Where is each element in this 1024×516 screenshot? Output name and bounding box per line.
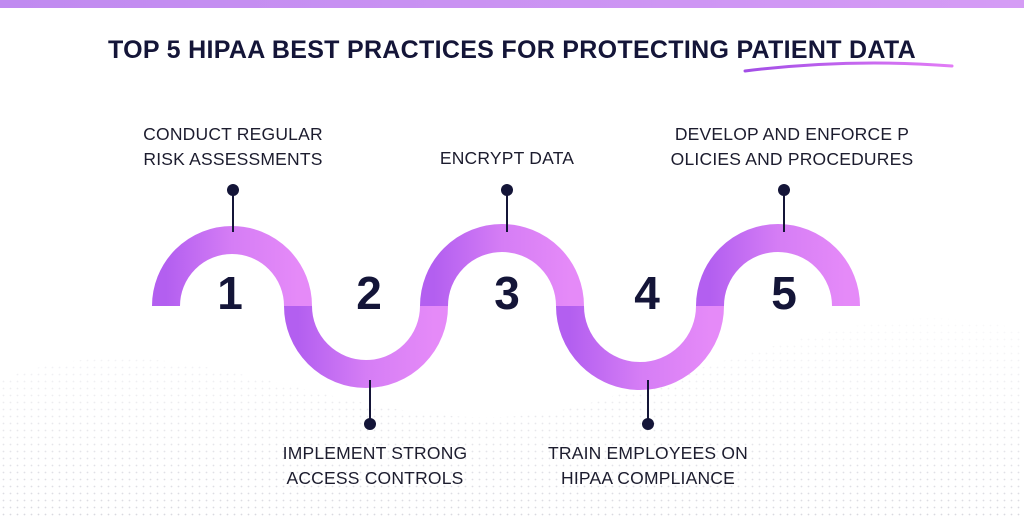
title-underline-swoosh xyxy=(743,61,954,73)
wave-segment-4 xyxy=(556,305,724,390)
wave-segment-2 xyxy=(284,305,448,388)
connector-pin-2 xyxy=(364,380,376,430)
step-number-4: 4 xyxy=(634,267,660,319)
wave-segment-1 xyxy=(152,226,312,307)
step-label-3-line-1: ENCRYPT DATA xyxy=(439,148,575,168)
step-number-3: 3 xyxy=(494,267,520,319)
step-label-4: TRAIN EMPLOYEES ON HIPAA COMPLIANCE xyxy=(526,441,770,491)
step-label-5: DEVELOP AND ENFORCE P OLICIES AND PROCED… xyxy=(650,122,934,172)
page-title: TOP 5 HIPAA BEST PRACTICES FOR PROTECTIN… xyxy=(108,36,916,64)
step-label-5-line-2: OLICIES AND PROCEDURES xyxy=(670,149,914,169)
connector-pin-1 xyxy=(227,184,239,232)
connector-pin-4 xyxy=(642,380,654,430)
wave-segment-3 xyxy=(420,224,584,307)
step-label-3: ENCRYPT DATA xyxy=(400,146,614,171)
step-number-5: 5 xyxy=(771,267,797,319)
step-label-4-line-2: HIPAA COMPLIANCE xyxy=(560,468,736,488)
wave-segment-5 xyxy=(696,224,860,307)
connector-pin-3 xyxy=(501,184,513,232)
step-label-1-line-2: RISK ASSESSMENTS xyxy=(143,149,323,169)
step-label-2-line-1: IMPLEMENT STRONG xyxy=(282,443,468,463)
step-label-2-line-2: ACCESS CONTROLS xyxy=(286,468,464,488)
step-label-1-line-1: CONDUCT REGULAR xyxy=(143,124,323,144)
step-label-5-line-1: DEVELOP AND ENFORCE P xyxy=(674,124,910,144)
top-accent-bar xyxy=(0,0,1024,8)
step-number-2: 2 xyxy=(356,267,382,319)
connector-pin-5 xyxy=(778,184,790,232)
step-label-4-line-1: TRAIN EMPLOYEES ON xyxy=(547,443,749,463)
step-label-1: CONDUCT REGULAR RISK ASSESSMENTS xyxy=(118,122,348,172)
step-label-2: IMPLEMENT STRONG ACCESS CONTROLS xyxy=(260,441,490,491)
step-number-1: 1 xyxy=(217,267,243,319)
